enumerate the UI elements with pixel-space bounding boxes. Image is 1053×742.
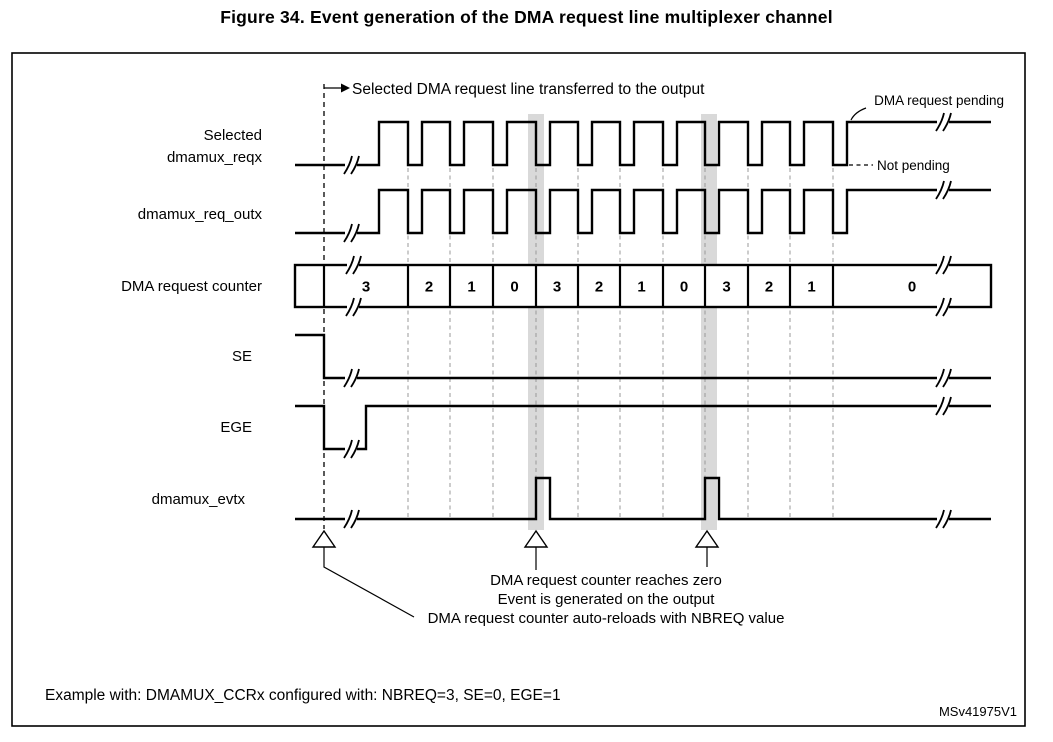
signal-label-selected-dmamux-reqx: Selected: [204, 127, 262, 144]
counter-value: 1: [807, 279, 815, 296]
pending-leader-curve: [850, 107, 867, 121]
counter-value: 1: [637, 279, 645, 296]
counter-box: [293, 263, 993, 309]
waveform-break: [343, 368, 353, 388]
counter-break: [345, 255, 355, 275]
waveform-break: [350, 509, 360, 529]
counter-value: 0: [908, 279, 916, 296]
signal-label-ege: EGE: [220, 419, 252, 436]
figure-title: Figure 34. Event generation of the DMA r…: [220, 7, 833, 27]
callout-leader-line: [323, 547, 415, 618]
event-marker-triangle-icon: [523, 529, 549, 548]
signal-label-dmamux-req-outx: dmamux_req_outx: [138, 206, 263, 223]
counter-break: [942, 297, 952, 317]
signal-label-selected-dmamux-reqx: dmamux_reqx: [167, 149, 263, 166]
waveform-break: [350, 155, 360, 175]
example-caption: Example with: DMAMUX_CCRx configured wit…: [45, 687, 561, 704]
waveform-break: [942, 509, 952, 529]
signal-label-se: SE: [232, 348, 252, 365]
event-callout-text: Event is generated on the output: [498, 591, 716, 608]
counter-break: [345, 297, 355, 317]
pending-note: DMA request pending: [874, 93, 1004, 108]
counter-value: 3: [362, 279, 370, 296]
waveform-break: [343, 223, 353, 243]
waveform-break: [935, 396, 945, 416]
waveform-dmamux-req-outx: [295, 188, 991, 235]
counter-break: [352, 255, 362, 275]
waveform-break: [942, 112, 952, 132]
counter-value: 2: [595, 279, 603, 296]
event-callout-text: DMA request counter reaches zero: [490, 572, 722, 589]
counter-break: [935, 297, 945, 317]
waveform-break: [942, 180, 952, 200]
counter-value: 1: [467, 279, 475, 296]
waveform-break: [935, 112, 945, 132]
counter-value: 2: [765, 279, 773, 296]
waveform-selected-dmamux-reqx: [295, 120, 991, 167]
waveform-break: [350, 223, 360, 243]
waveform-break: [935, 180, 945, 200]
waveform-break: [935, 509, 945, 529]
counter-value: 3: [553, 279, 561, 296]
annotation-arrowhead-icon: [341, 83, 350, 93]
top-annotation-text: Selected DMA request line transferred to…: [352, 81, 705, 98]
waveform-break: [343, 439, 353, 459]
event-callout-text: DMA request counter auto-reloads with NB…: [428, 610, 785, 627]
waveform-break: [343, 509, 353, 529]
figure-watermark: MSv41975V1: [938, 704, 1017, 719]
counter-break: [942, 255, 952, 275]
not-pending-note: Not pending: [877, 158, 950, 173]
counter-label: DMA request counter: [121, 278, 262, 295]
event-highlight-bar: [701, 114, 717, 530]
event-marker-triangle-icon: [311, 529, 337, 548]
waveform-break: [350, 439, 360, 459]
signal-label-dmamux-evtx: dmamux_evtx: [152, 491, 246, 508]
waveform-dmamux-evtx: [295, 476, 991, 521]
event-marker-triangle-icon: [694, 529, 720, 548]
waveform-break: [942, 396, 952, 416]
counter-value: 3: [722, 279, 730, 296]
counter-value: 0: [510, 279, 518, 296]
counter-break: [935, 255, 945, 275]
counter-break: [352, 297, 362, 317]
waveform-break: [942, 368, 952, 388]
waveform-break: [350, 368, 360, 388]
figure-frame: [11, 52, 1026, 727]
waveform-break: [935, 368, 945, 388]
counter-value: 2: [425, 279, 433, 296]
waveform-se: [295, 333, 991, 380]
waveform-break: [343, 155, 353, 175]
counter-value: 0: [680, 279, 688, 296]
